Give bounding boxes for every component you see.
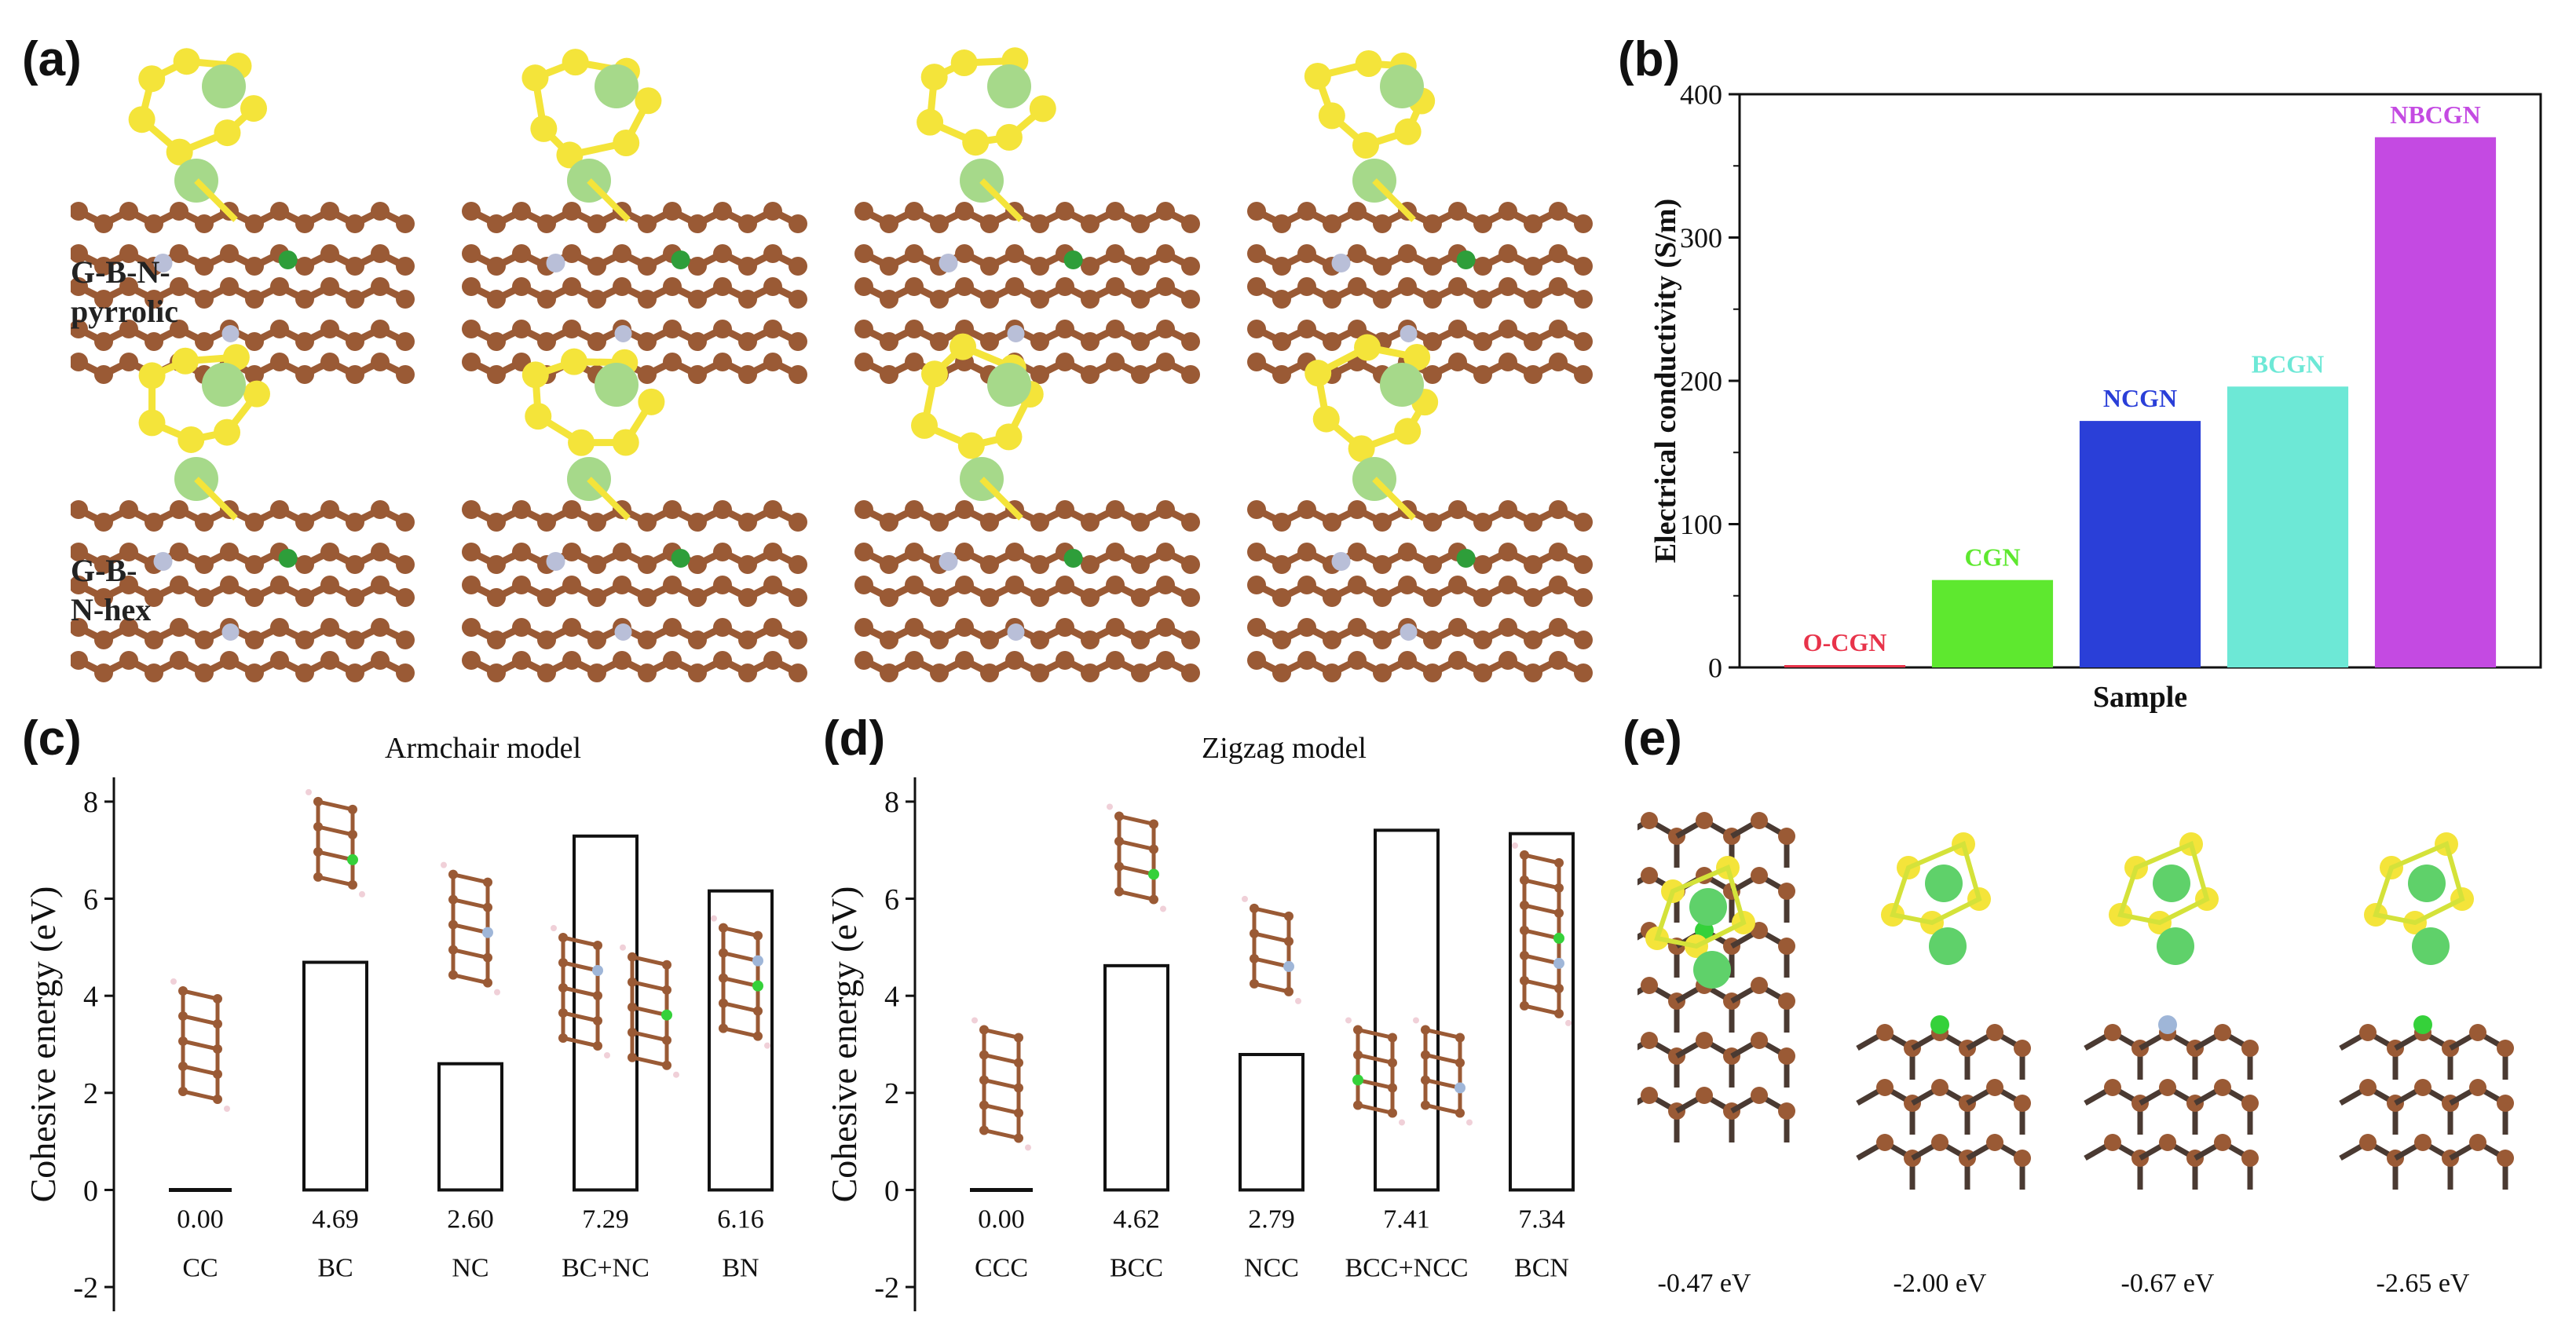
panel-label-e: (e)	[1623, 711, 1682, 766]
d-molecule-4	[1512, 842, 1572, 1026]
d-bar-2	[1239, 1052, 1304, 1192]
b-bar-label-cgn: CGN	[1964, 543, 2020, 572]
b-y-tick-label: 200	[1680, 366, 1722, 397]
c-value-label-4: 6.16	[717, 1205, 764, 1234]
c-molecule-0	[170, 978, 230, 1112]
d-value-label-1: 4.62	[1113, 1205, 1160, 1234]
b-bar-ncgn	[2079, 421, 2201, 667]
energy-label-1: -2.00 eV	[1894, 1269, 1987, 1298]
d-category-label-2: NCC	[1244, 1253, 1299, 1282]
d-bar-4	[1509, 832, 1575, 1192]
structure-a-0-0	[71, 48, 415, 384]
b-bar-o-cgn	[1784, 665, 1906, 667]
structure-a-1-0	[71, 344, 415, 682]
structure-a-0-2	[854, 47, 1200, 384]
c-chart-title: Armchair model	[385, 732, 581, 765]
structure-a-1-2	[854, 333, 1200, 682]
b-bar-label-ncgn: NCGN	[2103, 384, 2177, 412]
d-category-label-0: CCC	[975, 1253, 1028, 1282]
d-y-tick-label: 0	[884, 1175, 899, 1208]
c-value-label-0: 0.00	[177, 1205, 224, 1234]
c-molecule-3	[551, 925, 679, 1078]
b-y-tick-label: 300	[1680, 222, 1722, 254]
c-value-label-1: 4.69	[312, 1205, 359, 1234]
panel-a-structures: G-B-N-pyrrolic G-B-N-hex	[71, 47, 1593, 682]
c-category-label-3: BC+NC	[562, 1253, 649, 1282]
c-category-label-0: CC	[182, 1253, 218, 1282]
b-bar-label-bcgn: BCGN	[2252, 349, 2324, 378]
b-bar-label-o-cgn: O-CGN	[1803, 628, 1887, 656]
c-y-tick-label: -2	[73, 1271, 98, 1304]
d-chart-title: Zigzag model	[1202, 732, 1367, 765]
d-value-label-0: 0.00	[978, 1205, 1025, 1234]
structure-e-1	[1856, 832, 2031, 1190]
energy-label-0: -0.47 eV	[1658, 1269, 1751, 1298]
energy-label-3: -2.65 eV	[2377, 1269, 2470, 1298]
d-bar-3	[1374, 828, 1440, 1192]
panel-e-structures: -0.47 eV -2.00 eV -0.67 eV -2.65 eV	[1637, 812, 2514, 1298]
d-value-label-4: 7.34	[1518, 1205, 1565, 1234]
c-y-tick-label: 6	[83, 883, 98, 916]
b-bar-bcgn	[2227, 386, 2349, 667]
structure-e-0	[1637, 812, 1795, 1142]
panel-label-c: (c)	[22, 711, 82, 766]
structure-a-0-1	[462, 49, 807, 384]
c-y-tick-label: 0	[83, 1175, 98, 1208]
d-value-label-3: 7.41	[1383, 1205, 1430, 1234]
c-molecule-1	[306, 788, 365, 897]
c-y-tick-label: 4	[83, 980, 98, 1013]
b-bar-label-nbcgn: NBCGN	[2390, 101, 2481, 129]
c-molecule-2	[441, 861, 500, 996]
b-y-tick-label: 0	[1708, 653, 1722, 684]
d-y-tick-label: 2	[884, 1077, 899, 1110]
structure-a-1-3	[1247, 334, 1593, 682]
d-bar-1	[1103, 963, 1169, 1192]
structure-e-2	[2084, 832, 2259, 1190]
structure-a-0-3	[1247, 49, 1593, 384]
d-category-label-4: BCN	[1514, 1253, 1569, 1282]
c-bar-4	[708, 889, 774, 1192]
d-category-label-1: BCC	[1110, 1253, 1163, 1282]
d-y-tick-label: -2	[874, 1271, 899, 1304]
structure-e-3	[2339, 832, 2514, 1190]
d-y-tick-label: 6	[884, 883, 899, 916]
d-molecule-1	[1107, 803, 1166, 912]
c-bar-2	[437, 1062, 503, 1192]
d-value-label-2: 2.79	[1248, 1205, 1295, 1234]
panel-label-d: (d)	[823, 711, 886, 766]
structure-a-1-1	[462, 348, 807, 682]
c-category-label-2: NC	[452, 1253, 488, 1282]
panel-label-a: (a)	[22, 32, 82, 86]
c-value-label-2: 2.60	[447, 1205, 494, 1234]
d-molecule-0	[971, 1017, 1031, 1151]
d-y-tick-label: 4	[884, 980, 899, 1013]
c-bar-1	[302, 960, 368, 1192]
d-category-label-3: BCC+NCC	[1345, 1253, 1468, 1282]
b-x-axis-label: Sample	[2093, 681, 2187, 714]
c-bar-3	[573, 834, 639, 1192]
d-molecule-2	[1242, 895, 1301, 1004]
energy-label-2: -0.67 eV	[2121, 1269, 2215, 1298]
b-y-axis-label: Electrical conductivity (S/m)	[1649, 199, 1682, 563]
c-value-label-3: 7.29	[582, 1205, 629, 1234]
c-y-tick-label: 8	[83, 786, 98, 819]
b-bar-nbcgn	[2374, 137, 2497, 667]
row-label-hex: G-B-N-hex	[71, 553, 151, 627]
d-molecule-3	[1345, 1017, 1473, 1126]
c-y-axis-label: Cohesive energy (eV)	[24, 886, 63, 1203]
c-molecule-4	[711, 915, 770, 1049]
panel-label-b: (b)	[1618, 32, 1681, 86]
c-y-tick-label: 2	[83, 1077, 98, 1110]
c-category-label-1: BC	[317, 1253, 353, 1282]
d-y-tick-label: 8	[884, 786, 899, 819]
c-category-label-4: BN	[722, 1253, 759, 1282]
row-label-pyrrolic: G-B-N-pyrrolic	[71, 254, 178, 329]
b-y-tick-label: 400	[1680, 79, 1722, 111]
b-bar-cgn	[1931, 579, 2054, 667]
b-y-tick-label: 100	[1680, 509, 1722, 540]
d-y-axis-label: Cohesive energy (eV)	[825, 886, 864, 1203]
